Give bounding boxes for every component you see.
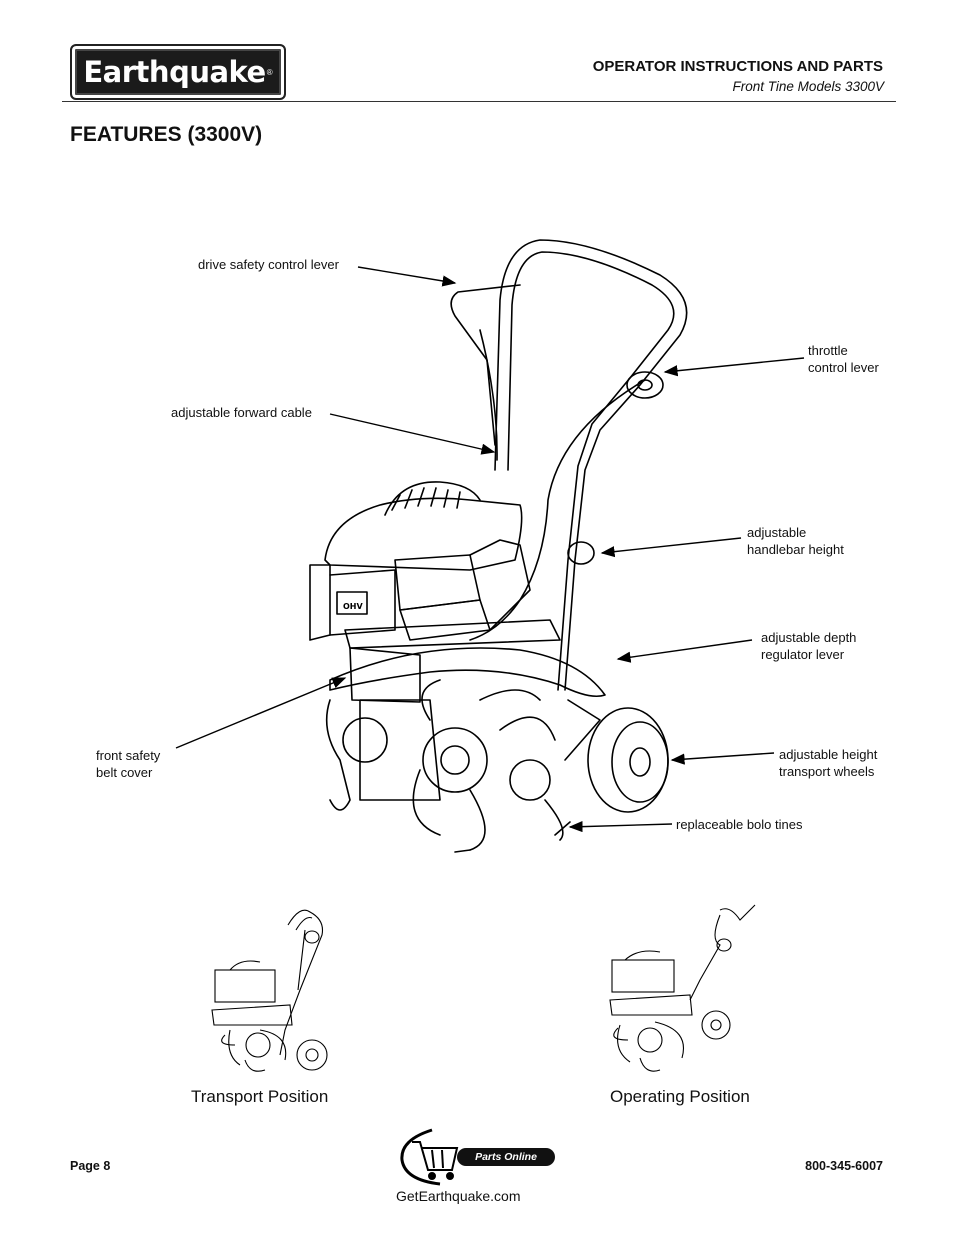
arrow-transport-wheels — [670, 752, 775, 765]
page-number: Page 8 — [70, 1159, 111, 1173]
arrow-belt-cover — [175, 677, 347, 749]
website-link[interactable]: GetEarthquake.com — [396, 1188, 521, 1204]
callout-adjustable-forward-cable: adjustable forward cable — [171, 405, 312, 420]
engine-badge: OHV — [343, 602, 363, 611]
callout-bolo-tines: replaceable bolo tines — [676, 817, 803, 832]
transport-position-label: Transport Position — [191, 1087, 329, 1106]
operating-position-illustration — [609, 904, 756, 1072]
phone-number: 800-345-6007 — [805, 1159, 883, 1173]
logo-text: Earthquake — [83, 55, 266, 89]
arrow-bolo-tines — [568, 821, 673, 833]
arrow-forward-cable — [329, 413, 496, 455]
callout-throttle-control-lever: throttle control lever — [808, 343, 879, 375]
document-subtitle: Front Tine Models 3300V — [732, 79, 884, 94]
callout-drive-safety-lever: drive safety control lever — [198, 257, 339, 272]
callout-front-safety-belt-cover: front safety belt cover — [96, 748, 161, 780]
header-divider — [62, 101, 896, 102]
section-title: FEATURES (3300V) — [70, 123, 263, 146]
callout-handlebar-height: adjustable handlebar height — [747, 525, 844, 557]
arrow-throttle — [663, 357, 805, 377]
earthquake-logo: Earthquake® — [70, 44, 286, 100]
arrow-depth-regulator — [616, 639, 753, 663]
callout-depth-regulator-lever: adjustable depth regulator lever — [761, 630, 857, 662]
logo-registered-mark: ® — [266, 67, 273, 77]
callout-transport-wheels: adjustable height transport wheels — [779, 747, 878, 779]
transport-position-illustration — [211, 909, 328, 1072]
arrow-drive-safety — [357, 266, 457, 287]
arrow-handlebar-height — [600, 537, 742, 558]
shopping-cart-icon — [400, 1128, 459, 1186]
document-title: OPERATOR INSTRUCTIONS AND PARTS — [592, 58, 883, 75]
operating-position-label: Operating Position — [610, 1087, 750, 1106]
parts-online-badge[interactable]: Parts Online — [457, 1148, 555, 1166]
